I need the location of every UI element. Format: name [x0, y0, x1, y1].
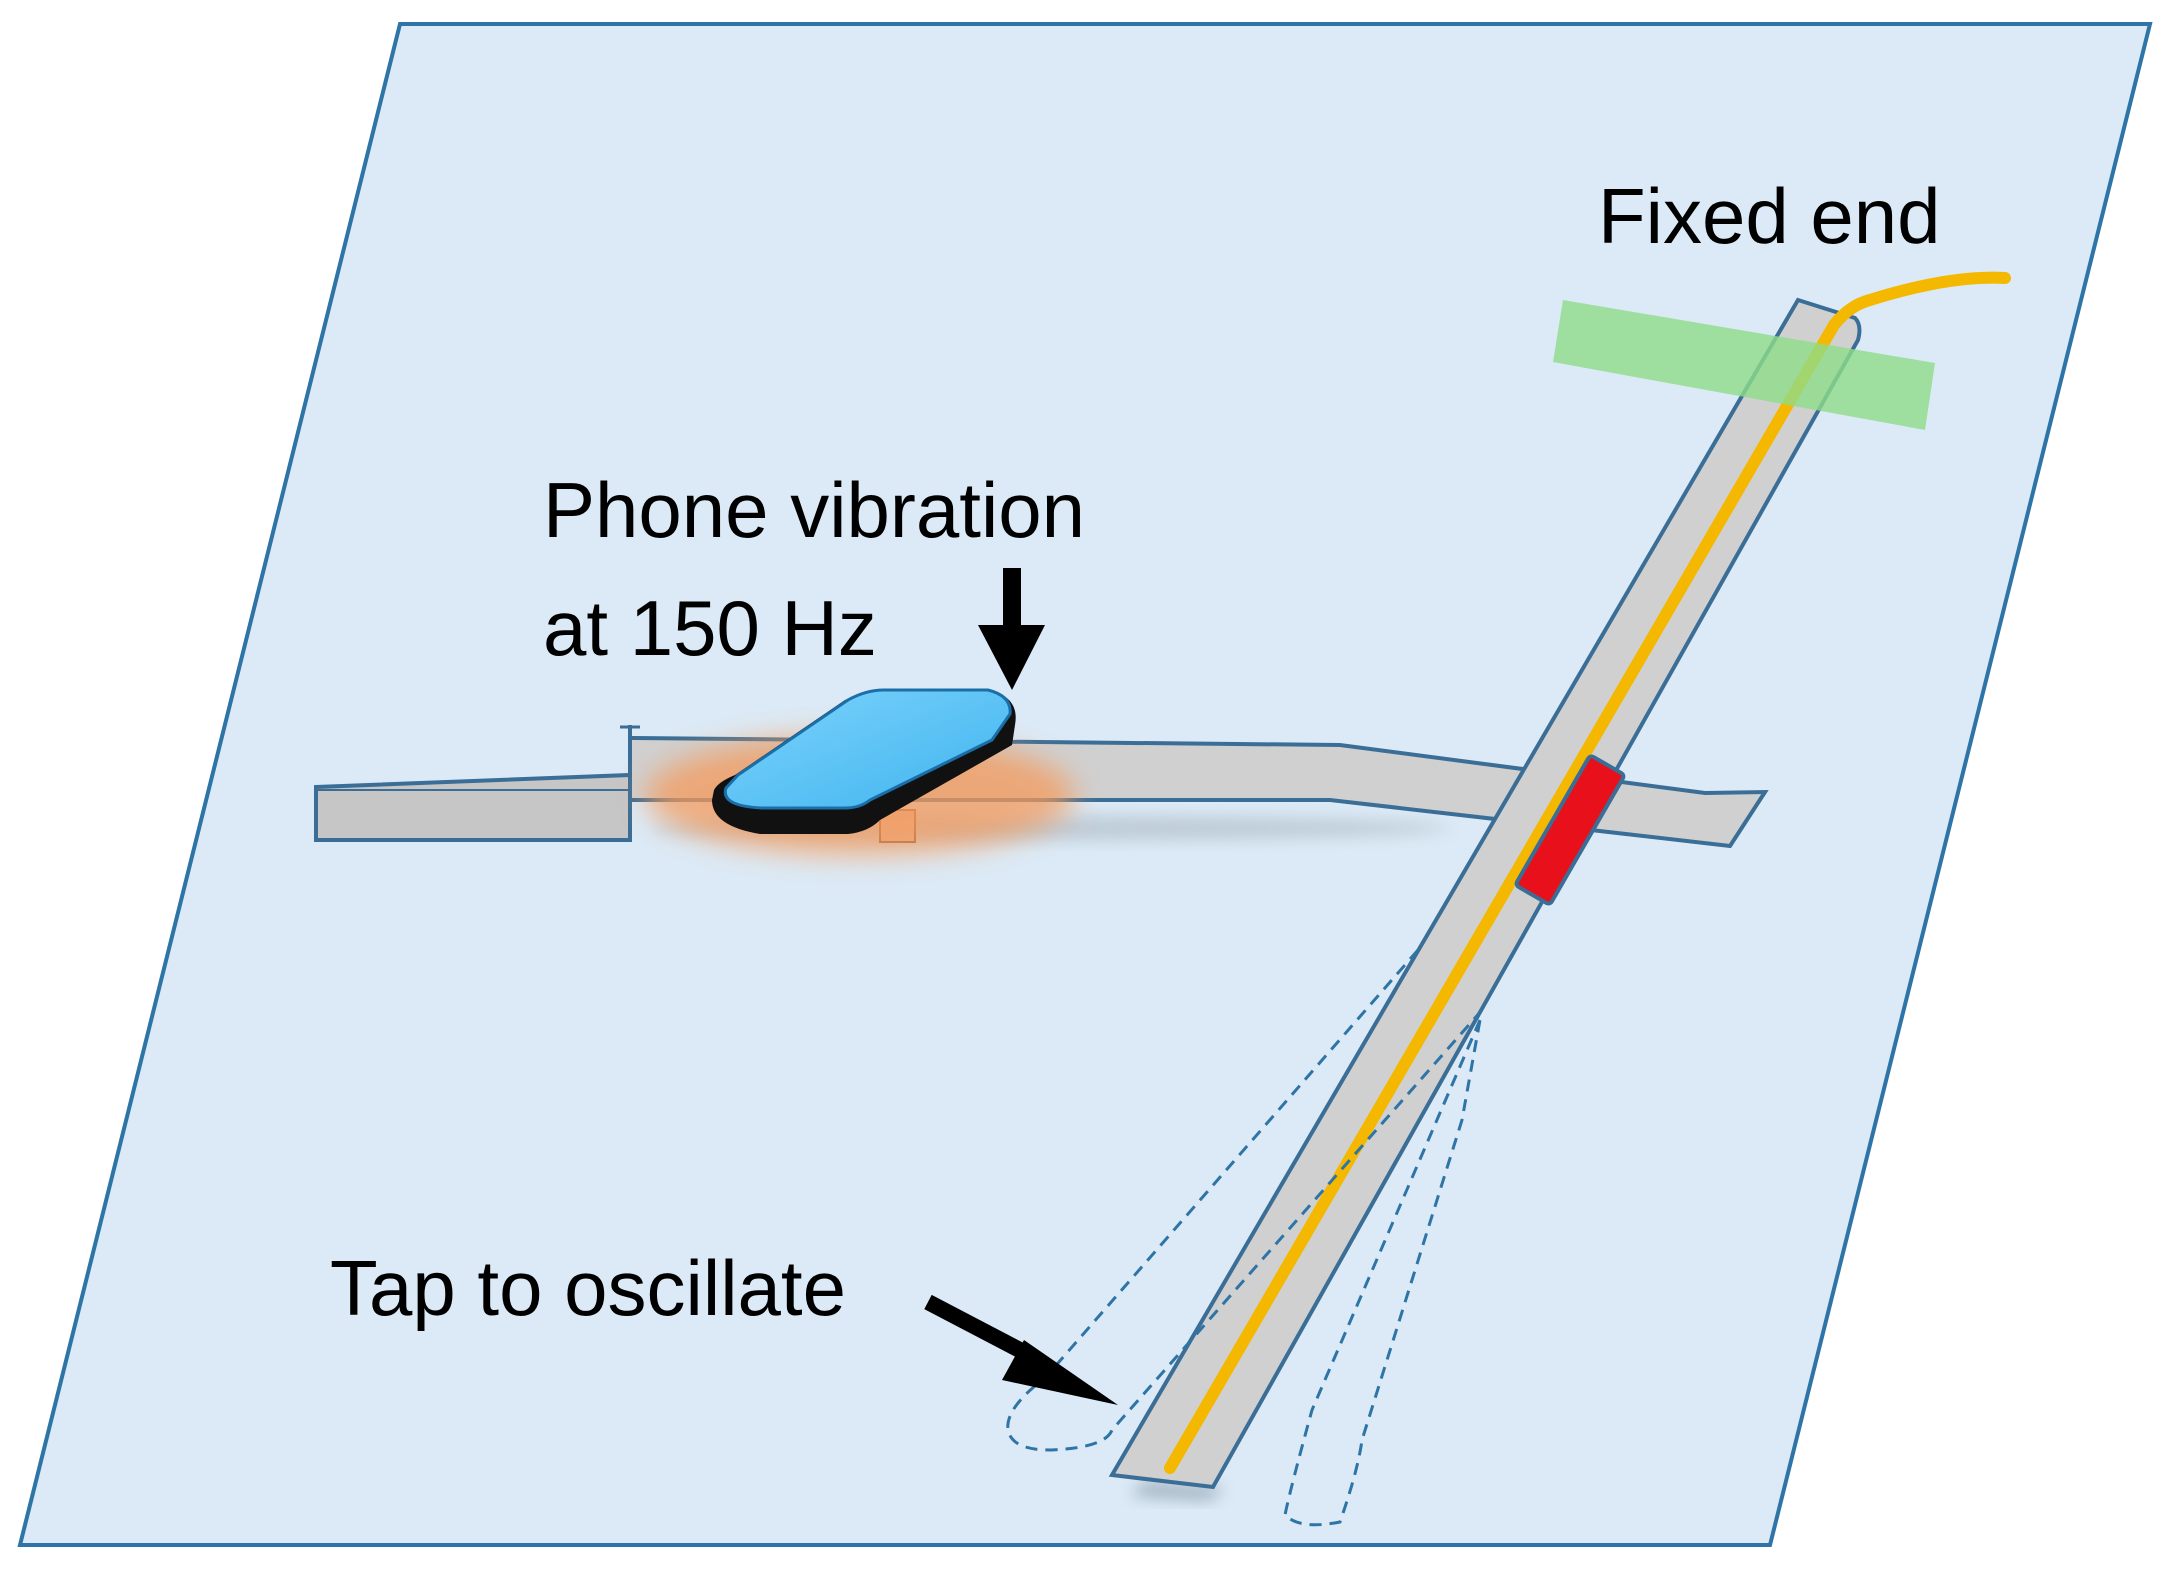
arrow-tap-icon	[924, 1294, 1118, 1405]
wire	[1164, 271, 2011, 1474]
phone-icon	[712, 688, 1016, 834]
fixed-end-label: Fixed end	[1598, 172, 1941, 260]
oscillation-outline-right	[1283, 1019, 1482, 1527]
strain-sensor	[1514, 754, 1626, 906]
tap-to-oscillate-label: Tap to oscillate	[330, 1244, 846, 1332]
fixed-end-clamp	[1553, 300, 1935, 430]
arrow-phone-icon	[978, 568, 1045, 690]
phone-frequency-label: at 150 Hz	[543, 584, 877, 672]
phone-vibration-label: Phone vibration	[543, 466, 1086, 554]
oscillation-outline-left	[1006, 949, 1484, 1452]
